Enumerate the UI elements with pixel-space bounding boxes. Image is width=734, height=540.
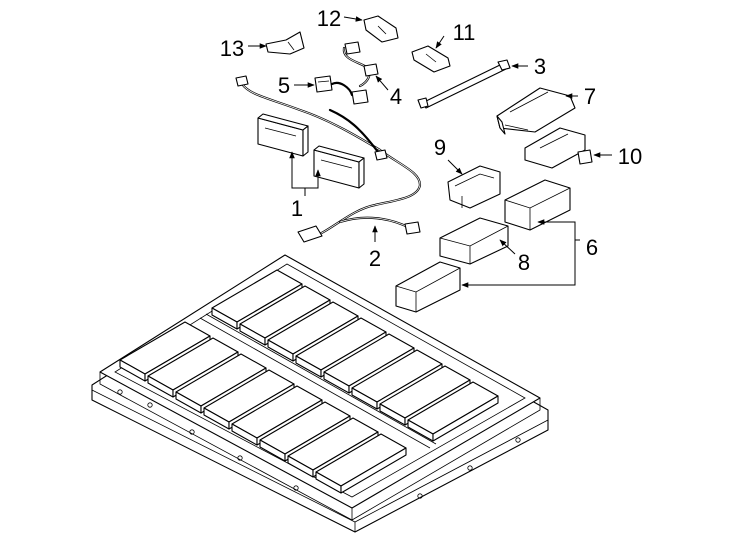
part-13-clip xyxy=(265,31,305,55)
part-4-small-harness xyxy=(342,41,379,105)
leader-lines xyxy=(248,16,612,288)
callout-labels: 1 2 3 4 5 6 7 8 9 10 11 12 13 xyxy=(220,6,642,275)
callout-8: 8 xyxy=(518,250,530,275)
part-8-connector-box xyxy=(439,217,509,265)
part-6-junction-box-lower xyxy=(395,261,461,313)
callout-11: 11 xyxy=(453,20,476,45)
battery-modules-rear xyxy=(211,269,499,442)
callout-4: 4 xyxy=(390,84,402,109)
callout-6: 6 xyxy=(586,235,598,260)
part-11-clip xyxy=(411,45,451,73)
callout-1: 1 xyxy=(291,196,303,221)
part-3-strap xyxy=(417,59,511,109)
callout-2: 2 xyxy=(369,246,381,271)
part-2-wire-harness xyxy=(235,75,422,243)
part-9-bracket xyxy=(447,165,501,209)
callout-9: 9 xyxy=(434,135,446,160)
battery-tray xyxy=(91,254,549,533)
callout-12: 12 xyxy=(317,6,341,31)
battery-modules xyxy=(119,321,407,494)
callout-7: 7 xyxy=(584,84,596,109)
part-12-clip xyxy=(363,15,399,43)
part-10-bracket xyxy=(524,127,593,169)
part-5-connector xyxy=(314,75,354,97)
callout-5: 5 xyxy=(278,73,290,98)
callout-3: 3 xyxy=(534,54,546,79)
part-7-cover xyxy=(496,87,576,135)
part-1-module-boards xyxy=(257,113,365,189)
part-6-junction-box-upper xyxy=(504,179,571,231)
callout-13: 13 xyxy=(220,36,244,61)
callout-10: 10 xyxy=(618,144,642,169)
